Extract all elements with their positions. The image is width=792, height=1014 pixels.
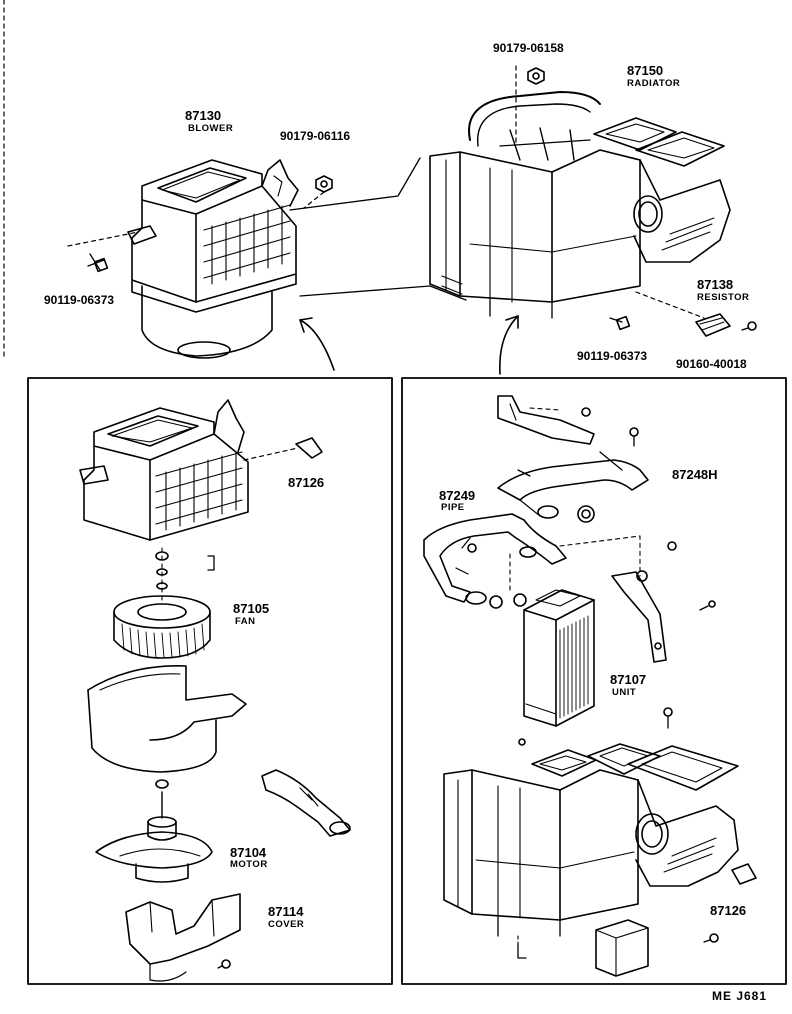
fastener-screw-right-code: 90160-40018 [676,357,747,371]
right-detail-frame [401,377,787,985]
drawing-code: ME J681 [712,989,768,1003]
blower-part-name: BLOWER [188,123,234,134]
resistor-part-number: 87138 [697,277,734,292]
clip-left-part-number: 87126 [288,475,325,490]
resistor-part-name: RESISTOR [697,292,750,303]
fastener-nut-blower-code: 90179-06116 [280,129,351,143]
motor-part-number: 87104 [230,845,267,860]
motor-part-name: MOTOR [230,859,268,870]
cover-part-number: 87114 [268,904,304,919]
blower-part-number: 87130 [185,108,222,123]
clip-right-part-number: 87126 [710,903,747,918]
pipe-part-number: 87249 [439,488,476,503]
fan-part-number: 87105 [233,601,270,616]
left-detail-parts [79,399,351,982]
fastener-nut-top-code: 90179-06158 [493,41,564,55]
right-detail-parts [423,395,757,977]
pipe-part-name: PIPE [441,502,465,513]
cover-part-name: COVER [268,919,305,930]
fastener-screw-left-code: 90119-06373 [44,293,115,307]
arrow-to-left-detail [299,319,335,371]
fan-part-name: FAN [235,616,256,627]
radiator-part-number: 87150 [627,63,664,78]
unit-part-name: UNIT [612,687,637,698]
radiator-part-name: RADIATOR [627,78,681,89]
hose-part-number: 87248H [672,467,718,482]
left-detail-frame [27,377,393,985]
unit-part-number: 87107 [610,672,647,687]
blower-assembly [67,157,467,359]
fastener-screw-center-code: 90119-06373 [577,349,648,363]
arrow-to-right-detail [499,315,519,375]
heater-unit-top [429,65,757,337]
